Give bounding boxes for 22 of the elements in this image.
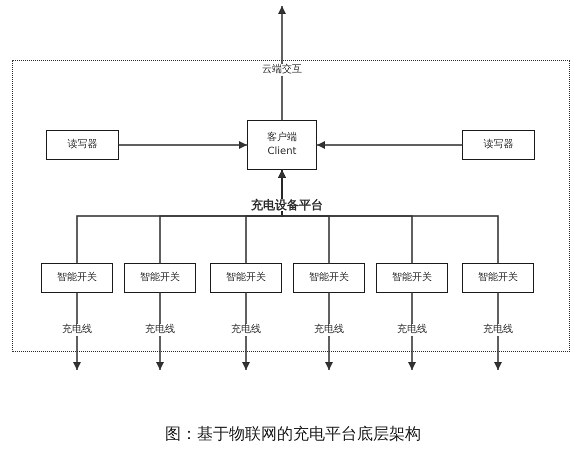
arrow — [119, 141, 247, 149]
process-box: 智能开关 — [376, 263, 448, 293]
process-box: 智能开关 — [293, 263, 365, 293]
process-box: 智能开关 — [210, 263, 282, 293]
process-box: 智能开关 — [124, 263, 196, 293]
arrow — [317, 141, 462, 149]
edge-label: 充电线 — [482, 324, 514, 336]
process-box: 智能开关 — [462, 263, 534, 293]
caption: 图：基于物联网的充电平台底层架构 — [165, 426, 421, 442]
process-box: 读写器 — [462, 130, 535, 160]
arrow — [278, 6, 286, 120]
edge-label: 充电线 — [144, 324, 176, 336]
edge-label: 云端交互 — [261, 64, 303, 76]
process-box: 读写器 — [46, 130, 119, 160]
process-box: 智能开关 — [41, 263, 113, 293]
edge-label: 充电线 — [230, 324, 262, 336]
platform-label: 充电设备平台 — [249, 199, 325, 211]
edge-label: 充电线 — [61, 324, 93, 336]
arrow — [278, 170, 499, 263]
process-box: 客户端 Client — [247, 120, 317, 170]
edge-label: 充电线 — [313, 324, 345, 336]
edge-label: 充电线 — [396, 324, 428, 336]
